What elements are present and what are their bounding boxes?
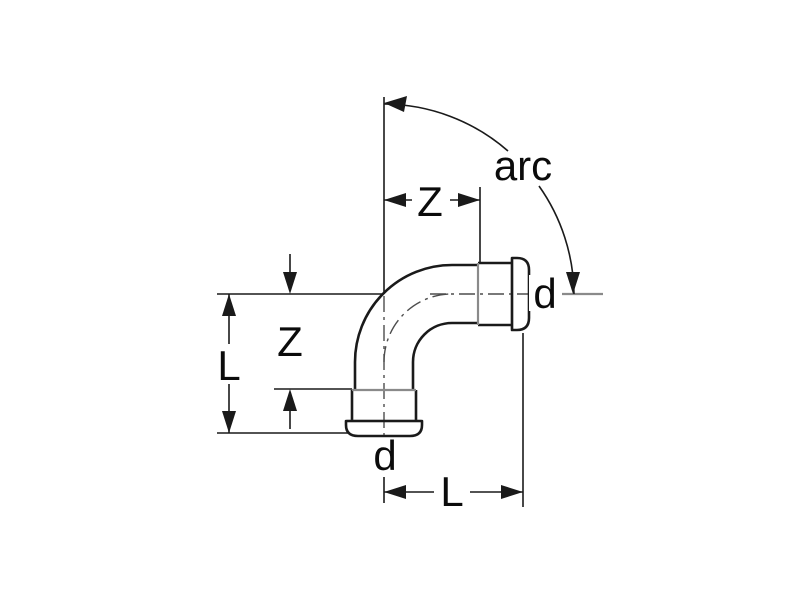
label-l-horizontal: L [440, 468, 463, 515]
arc-arrowhead-left-icon [384, 96, 407, 112]
elbow-outer-arc [353, 263, 453, 363]
label-arc: arc [494, 142, 552, 189]
diameter-labels: d d [370, 270, 562, 479]
extension-lines [217, 97, 524, 507]
d-bottom-mask [370, 441, 399, 474]
arc-arrowhead-down-icon [566, 272, 580, 294]
elbow-inner-arc [411, 321, 453, 363]
d-right-mask [529, 275, 562, 311]
elbow-fitting [344, 256, 531, 438]
l-vertical-arrowhead-up-icon [222, 294, 236, 316]
label-z-vertical: Z [277, 318, 303, 365]
z-vertical-arrowhead-down-icon [283, 272, 297, 294]
label-z-horizontal: Z [417, 178, 443, 225]
z-vertical-arrowhead-up-icon [283, 389, 297, 411]
bottom-press-flare [344, 419, 424, 438]
z-horizontal-dimension: Z [384, 178, 480, 225]
label-d-bottom: d [373, 432, 396, 479]
l-horizontal-arrowhead-left-icon [384, 485, 406, 499]
centerlines [383, 292, 603, 444]
l-vertical-arrowhead-down-icon [222, 411, 236, 433]
z-horizontal-arrowhead-left-icon [384, 193, 406, 207]
label-d-right: d [533, 270, 556, 317]
l-horizontal-arrowhead-right-icon [501, 485, 523, 499]
label-l-vertical: L [217, 342, 240, 389]
right-press-flare [510, 256, 531, 332]
bottom-socket [344, 388, 424, 438]
z-vertical-dimension: Z [277, 254, 303, 429]
right-socket [476, 256, 531, 332]
z-horizontal-arrowhead-right-icon [458, 193, 480, 207]
l-vertical-dimension: L [217, 294, 241, 433]
elbow-centerline-arc [383, 293, 453, 363]
l-horizontal-dimension: L [384, 468, 523, 515]
arc-dimension: arc [383, 96, 580, 295]
